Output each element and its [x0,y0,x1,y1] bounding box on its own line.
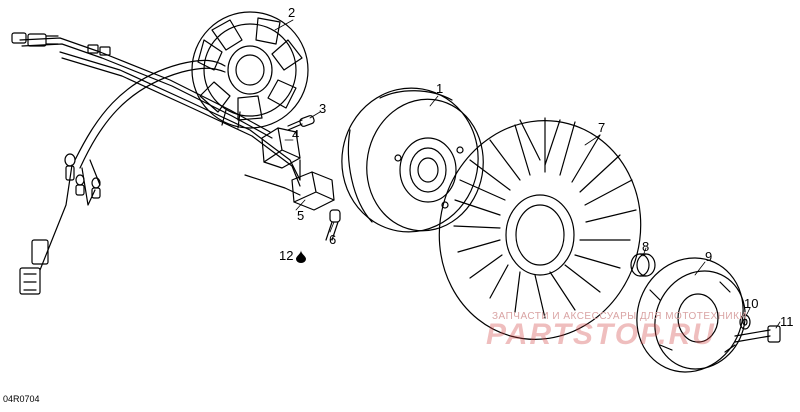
watermark-logo: PARTSTOP.RU [486,318,716,351]
drop-icon [296,250,306,263]
flywheel [341,87,484,233]
spacer-ring [630,253,656,277]
watermark-caption: ЗАПЧАСТИ И АКСЕССУАРЫ ДЛЯ МОТОТЕХНИКИ [492,311,748,322]
cooling-fan [438,117,642,340]
stator [191,11,309,129]
leader-lines [274,19,781,329]
washer [739,314,751,330]
callout-12: 12 [279,248,294,263]
callout-5: 5 [297,208,305,223]
callout-11: 11 [780,314,794,329]
callout-7: 7 [598,120,606,135]
starter-pulley [636,257,746,373]
pickup-coil-bracket [261,127,301,169]
callout-6: 6 [329,232,337,247]
callout-9: 9 [705,249,713,264]
callout-2: 2 [288,5,296,20]
wiring-harness [11,32,301,295]
trigger-coil [291,159,335,211]
callout-8: 8 [642,239,650,254]
callout-4: 4 [292,127,300,142]
diagram-code: 04R0704 [3,394,40,404]
bolt [734,325,781,343]
screw-6 [325,209,341,241]
callout-3: 3 [319,101,327,116]
screw-3 [287,115,315,131]
callout-10: 10 [744,296,759,311]
callout-1: 1 [436,81,444,96]
